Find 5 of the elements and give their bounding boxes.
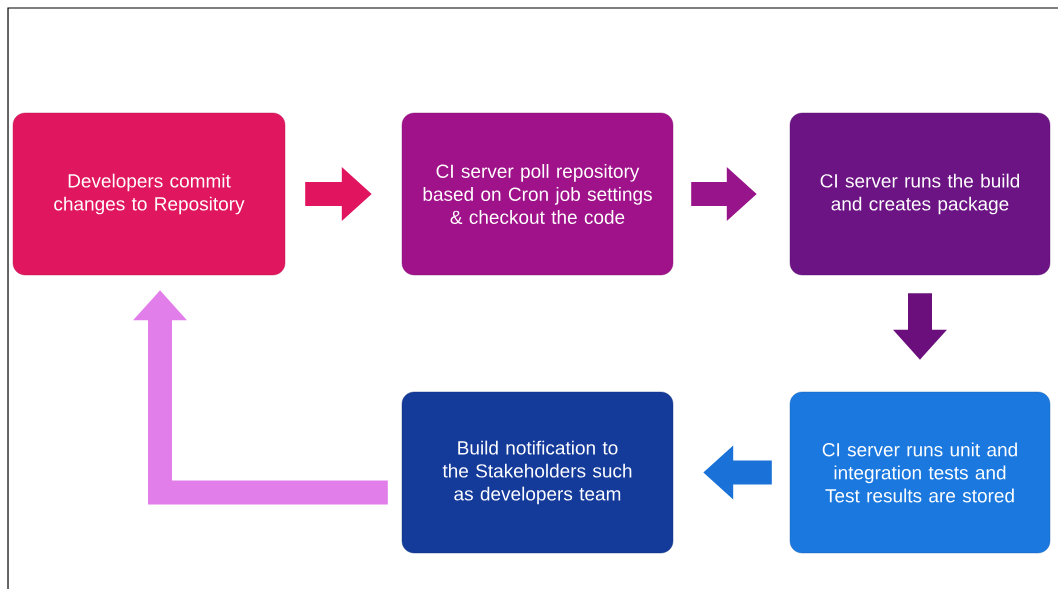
process-box: CI server poll repository based on Cron job settings & checkout the code xyxy=(401,112,674,276)
process-box: Build notification to the Stakeholders such as developers team xyxy=(401,391,674,554)
process-box: CI server runs unit and integration tests and Test results are stored xyxy=(789,391,1051,554)
process-box: Developers commit changes to Repository xyxy=(12,112,286,276)
process-box: CI server runs the build and creates package xyxy=(789,112,1051,276)
